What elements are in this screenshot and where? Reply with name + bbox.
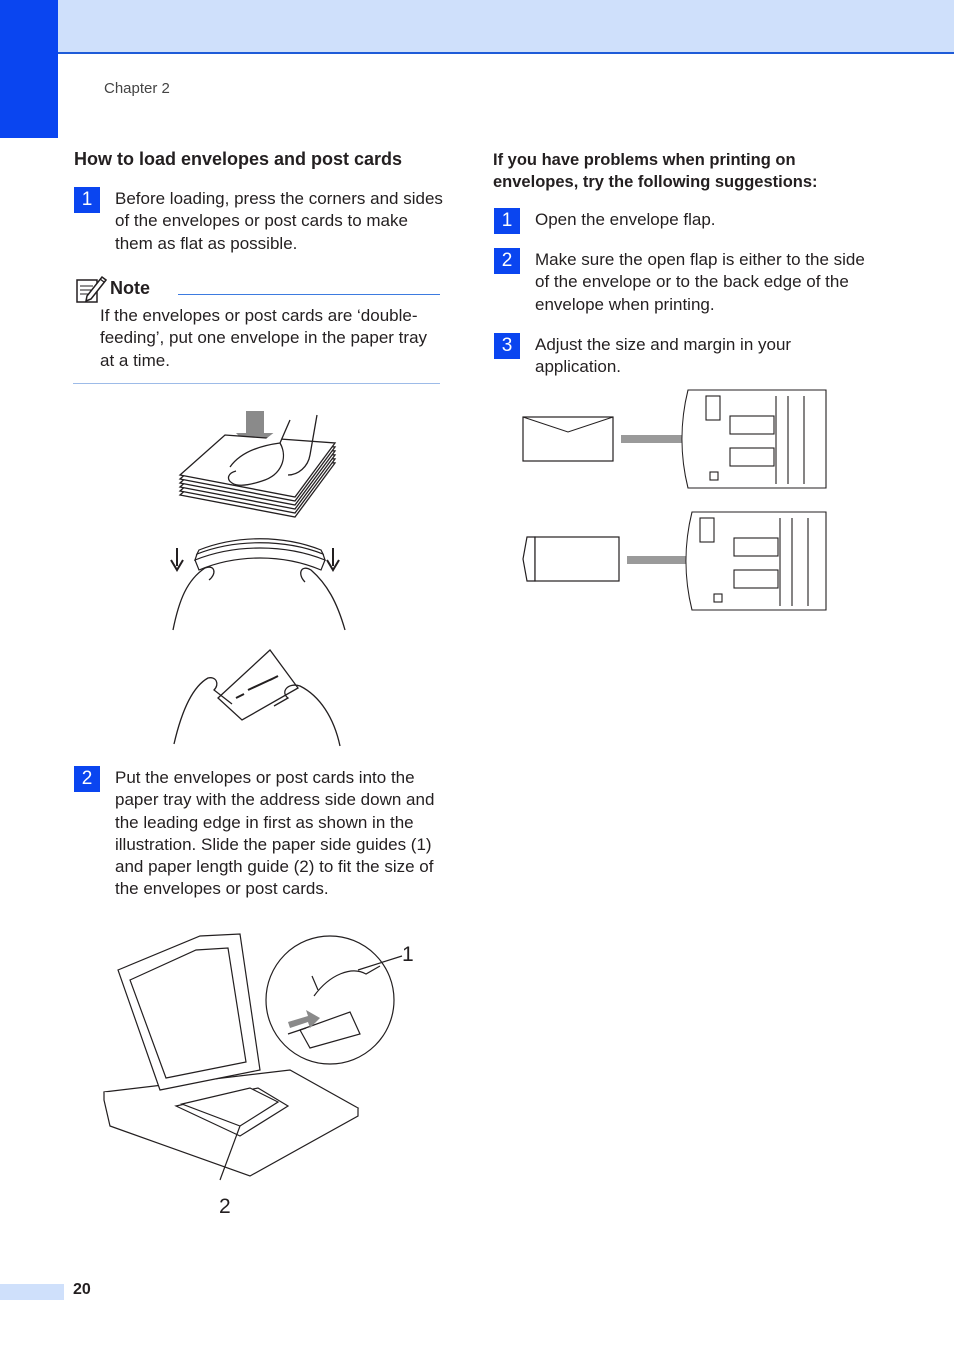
straighten-edges-illustration [173, 649, 341, 747]
section-heading: How to load envelopes and post cards [74, 149, 403, 169]
step-text: Adjust the size and margin in your appli… [535, 335, 792, 377]
callout-1: 1 [402, 943, 414, 966]
chapter-tab [0, 0, 58, 138]
step-text: Make sure the open flap is either to the… [535, 250, 865, 314]
step-number: 3 [494, 333, 520, 359]
callout-2: 2 [219, 1195, 231, 1218]
section-heading-right: If you have problems when printing on en… [493, 151, 818, 191]
note-bottom-rule [73, 383, 440, 384]
step-number: 2 [74, 766, 100, 792]
step-number: 1 [494, 208, 520, 234]
chapter-label: Chapter 2 [104, 80, 170, 97]
header-band [0, 0, 954, 54]
flex-envelopes-illustration [170, 538, 346, 631]
note-pencil-icon [76, 275, 107, 303]
step-text: Before loading, press the corners and si… [115, 189, 443, 253]
step-text: Open the envelope flap. [535, 210, 716, 229]
press-envelopes-illustration [178, 411, 337, 518]
note-divider [178, 294, 440, 295]
envelope-orientation-illustration [522, 389, 827, 611]
footer-band [0, 1284, 64, 1300]
step-text: Put the envelopes or post cards into the… [115, 768, 435, 899]
step-number: 1 [74, 187, 100, 213]
page-number: 20 [73, 1281, 91, 1298]
note-title: Note [110, 278, 150, 298]
note-text: If the envelopes or post cards are ‘doub… [100, 306, 428, 370]
step-number: 2 [494, 248, 520, 274]
tray-loading-illustration [103, 933, 403, 1181]
